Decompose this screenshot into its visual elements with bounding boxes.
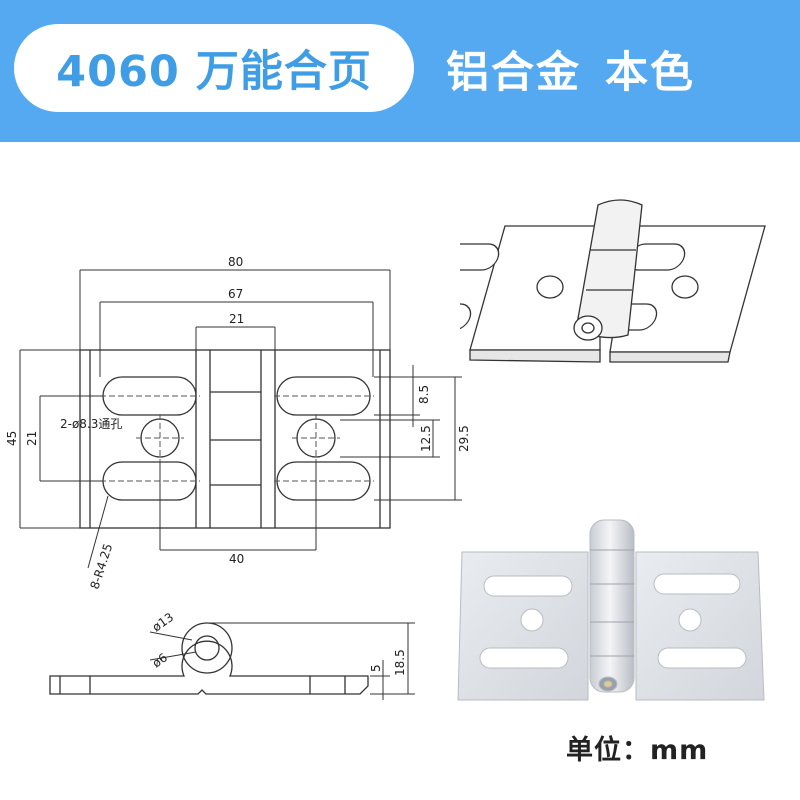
isometric-line-render [460,199,766,363]
dim-height-left: 21 [25,431,39,446]
knuckle-inner-dia: ø6 [150,650,170,670]
slot-radius-note: 8-R4.25 [88,542,116,591]
knuckle-height-dim: 18.5 [393,649,407,676]
dim-height-total: 45 [5,431,19,446]
unit-label: 单位：mm [566,735,709,766]
dim-hole-spacing-h: 40 [229,552,244,566]
dim-knuckle: 21 [229,312,244,326]
thickness-dim: 5 [369,664,383,672]
dim-width-total: 80 [228,255,243,269]
finish-text: 本色 [605,48,695,98]
dim-hole-spacing-v: 12.5 [419,425,433,452]
dim-slot-height: 8.5 [417,385,431,404]
material-text: 铝合金 [446,48,581,98]
hinge-product-render [457,519,765,701]
hole-note: 2-ø8.3通孔 [60,417,122,431]
technical-drawing-side-view: ø13 ø6 5 18.5 [49,610,415,700]
knuckle-outer-dia: ø13 [150,610,177,634]
technical-drawing-top-view: 80 67 21 40 2-ø8.3通孔 45 21 8.5 12.5 29.5… [5,255,471,591]
product-title: 4060 万能合页 [56,47,372,97]
dim-width-inner: 67 [228,287,243,301]
product-title-pill: 4060 万能合页 [14,24,414,112]
dim-slot-span-v: 29.5 [457,425,471,452]
material-label: 铝合金本色 [446,38,719,100]
header-banner: 4060 万能合页 铝合金本色 [0,0,800,142]
